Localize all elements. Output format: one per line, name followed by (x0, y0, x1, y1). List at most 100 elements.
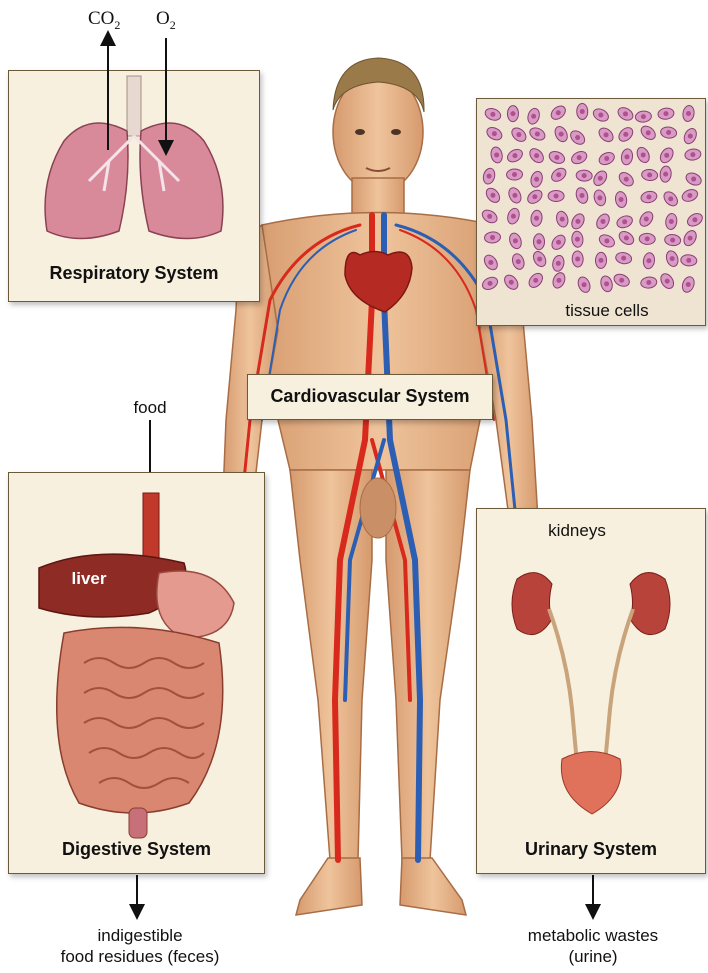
tissue-cell (555, 210, 570, 228)
tissue-cell (640, 190, 658, 204)
tissue-cell (574, 186, 589, 205)
tissue-cell (592, 189, 607, 207)
tissue-cell (617, 229, 636, 247)
urinary-panel: kidneys Urinary System (476, 508, 706, 874)
tissue-cell (616, 125, 635, 144)
co2-label: CO2 (88, 8, 120, 33)
co2-text: CO (88, 8, 114, 29)
urinary-output-line2: (urine) (480, 946, 706, 967)
tissue-cell (635, 145, 652, 164)
tissue-cell (616, 105, 635, 123)
respiratory-panel: Respiratory System (8, 70, 260, 302)
tissue-cell (572, 251, 584, 268)
tissue-cell (576, 170, 593, 182)
tissue-cell (599, 275, 614, 293)
tissue-cell (658, 271, 676, 290)
tissue-cell (577, 103, 588, 119)
tissue-cell (680, 254, 697, 266)
tissue-cell (664, 234, 681, 247)
tissue-cell (480, 207, 499, 225)
tissue-cell (547, 149, 566, 165)
tissue-cell (508, 232, 524, 251)
tissue-cell (640, 276, 657, 289)
tissue-cells-panel: tissue cells (476, 98, 706, 326)
tissue-cell (576, 275, 592, 294)
tissue-cell (682, 126, 699, 145)
tissue-cell (507, 106, 518, 122)
tissue-cell (505, 147, 524, 165)
tissue-cell (529, 170, 544, 188)
tissue-cell (620, 148, 633, 166)
tissue-cell (597, 232, 616, 249)
tissue-cell (527, 146, 546, 165)
tissue-cell (614, 191, 627, 209)
co2-subscript: 2 (114, 18, 120, 32)
tissue-cell (642, 252, 655, 270)
tissue-cell (528, 125, 547, 142)
tissue-cell (484, 106, 503, 122)
tissue-cell (549, 165, 568, 184)
digestive-system-title: Digestive System (9, 839, 264, 860)
tissue-cell (680, 187, 699, 203)
food-label: food (110, 398, 190, 418)
tissue-cell (525, 188, 544, 207)
tissue-cell (570, 149, 589, 166)
tissue-cell (484, 186, 503, 205)
o2-label: O2 (156, 8, 176, 33)
digestive-output-line1: indigestible (20, 925, 260, 946)
tissue-cell (506, 169, 522, 181)
tissue-cell (635, 110, 652, 123)
tissue-cell (658, 146, 676, 165)
respiratory-system-title: Respiratory System (9, 263, 259, 284)
tissue-cell (685, 211, 704, 229)
tissue-cell (571, 231, 584, 248)
urinary-organs-illustration (477, 509, 705, 873)
tissue-cell (506, 207, 521, 226)
tissue-cell (597, 150, 616, 167)
cardiovascular-label-box: Cardiovascular System (247, 374, 493, 420)
tissue-cell (490, 146, 504, 164)
tissue-cell (680, 275, 696, 294)
tissue-cell (506, 186, 523, 205)
tissue-cell (682, 105, 695, 123)
tissue-cell (657, 107, 674, 120)
tissue-cell (482, 253, 500, 272)
tissue-cell (639, 233, 656, 245)
tissue-cell (660, 126, 677, 139)
tissue-cell (551, 271, 567, 290)
liver-label: liver (49, 569, 129, 589)
tissue-cell (595, 252, 606, 268)
tissue-cell (661, 189, 680, 208)
tissue-cell (526, 271, 545, 290)
urinary-system-title: Urinary System (477, 839, 705, 860)
tissue-cell (615, 214, 634, 230)
tissue-cell (615, 251, 633, 265)
digestive-output-label: indigestible food residues (feces) (20, 925, 260, 967)
tissue-cell (502, 273, 521, 292)
tissue-cell (681, 228, 698, 247)
urinary-output-line1: metabolic wastes (480, 925, 706, 946)
tissue-cell (664, 249, 679, 268)
tissue-cell (553, 124, 570, 143)
tissue-cell (641, 169, 658, 182)
tissue-cells-label: tissue cells (537, 301, 677, 321)
tissue-cell (485, 125, 504, 143)
tissue-cell (594, 212, 612, 231)
tissue-cell (480, 275, 499, 292)
tissue-cell (531, 249, 548, 268)
tissue-cell (591, 106, 610, 123)
tissue-cell (534, 234, 545, 250)
tissue-cell (548, 190, 564, 201)
tissue-cells-illustration (477, 99, 705, 299)
tissue-cell (530, 210, 543, 227)
tissue-cell (568, 128, 587, 147)
cardiovascular-system-title: Cardiovascular System (248, 386, 492, 407)
tissue-cell (659, 166, 672, 183)
tissue-cell (569, 212, 586, 231)
tissue-cell (684, 148, 701, 161)
tissue-cell (612, 272, 631, 289)
tissue-cell (665, 213, 678, 230)
tissue-cell (637, 209, 655, 228)
tissue-cell (549, 103, 568, 122)
digestive-output-line2: food residues (feces) (20, 946, 260, 967)
